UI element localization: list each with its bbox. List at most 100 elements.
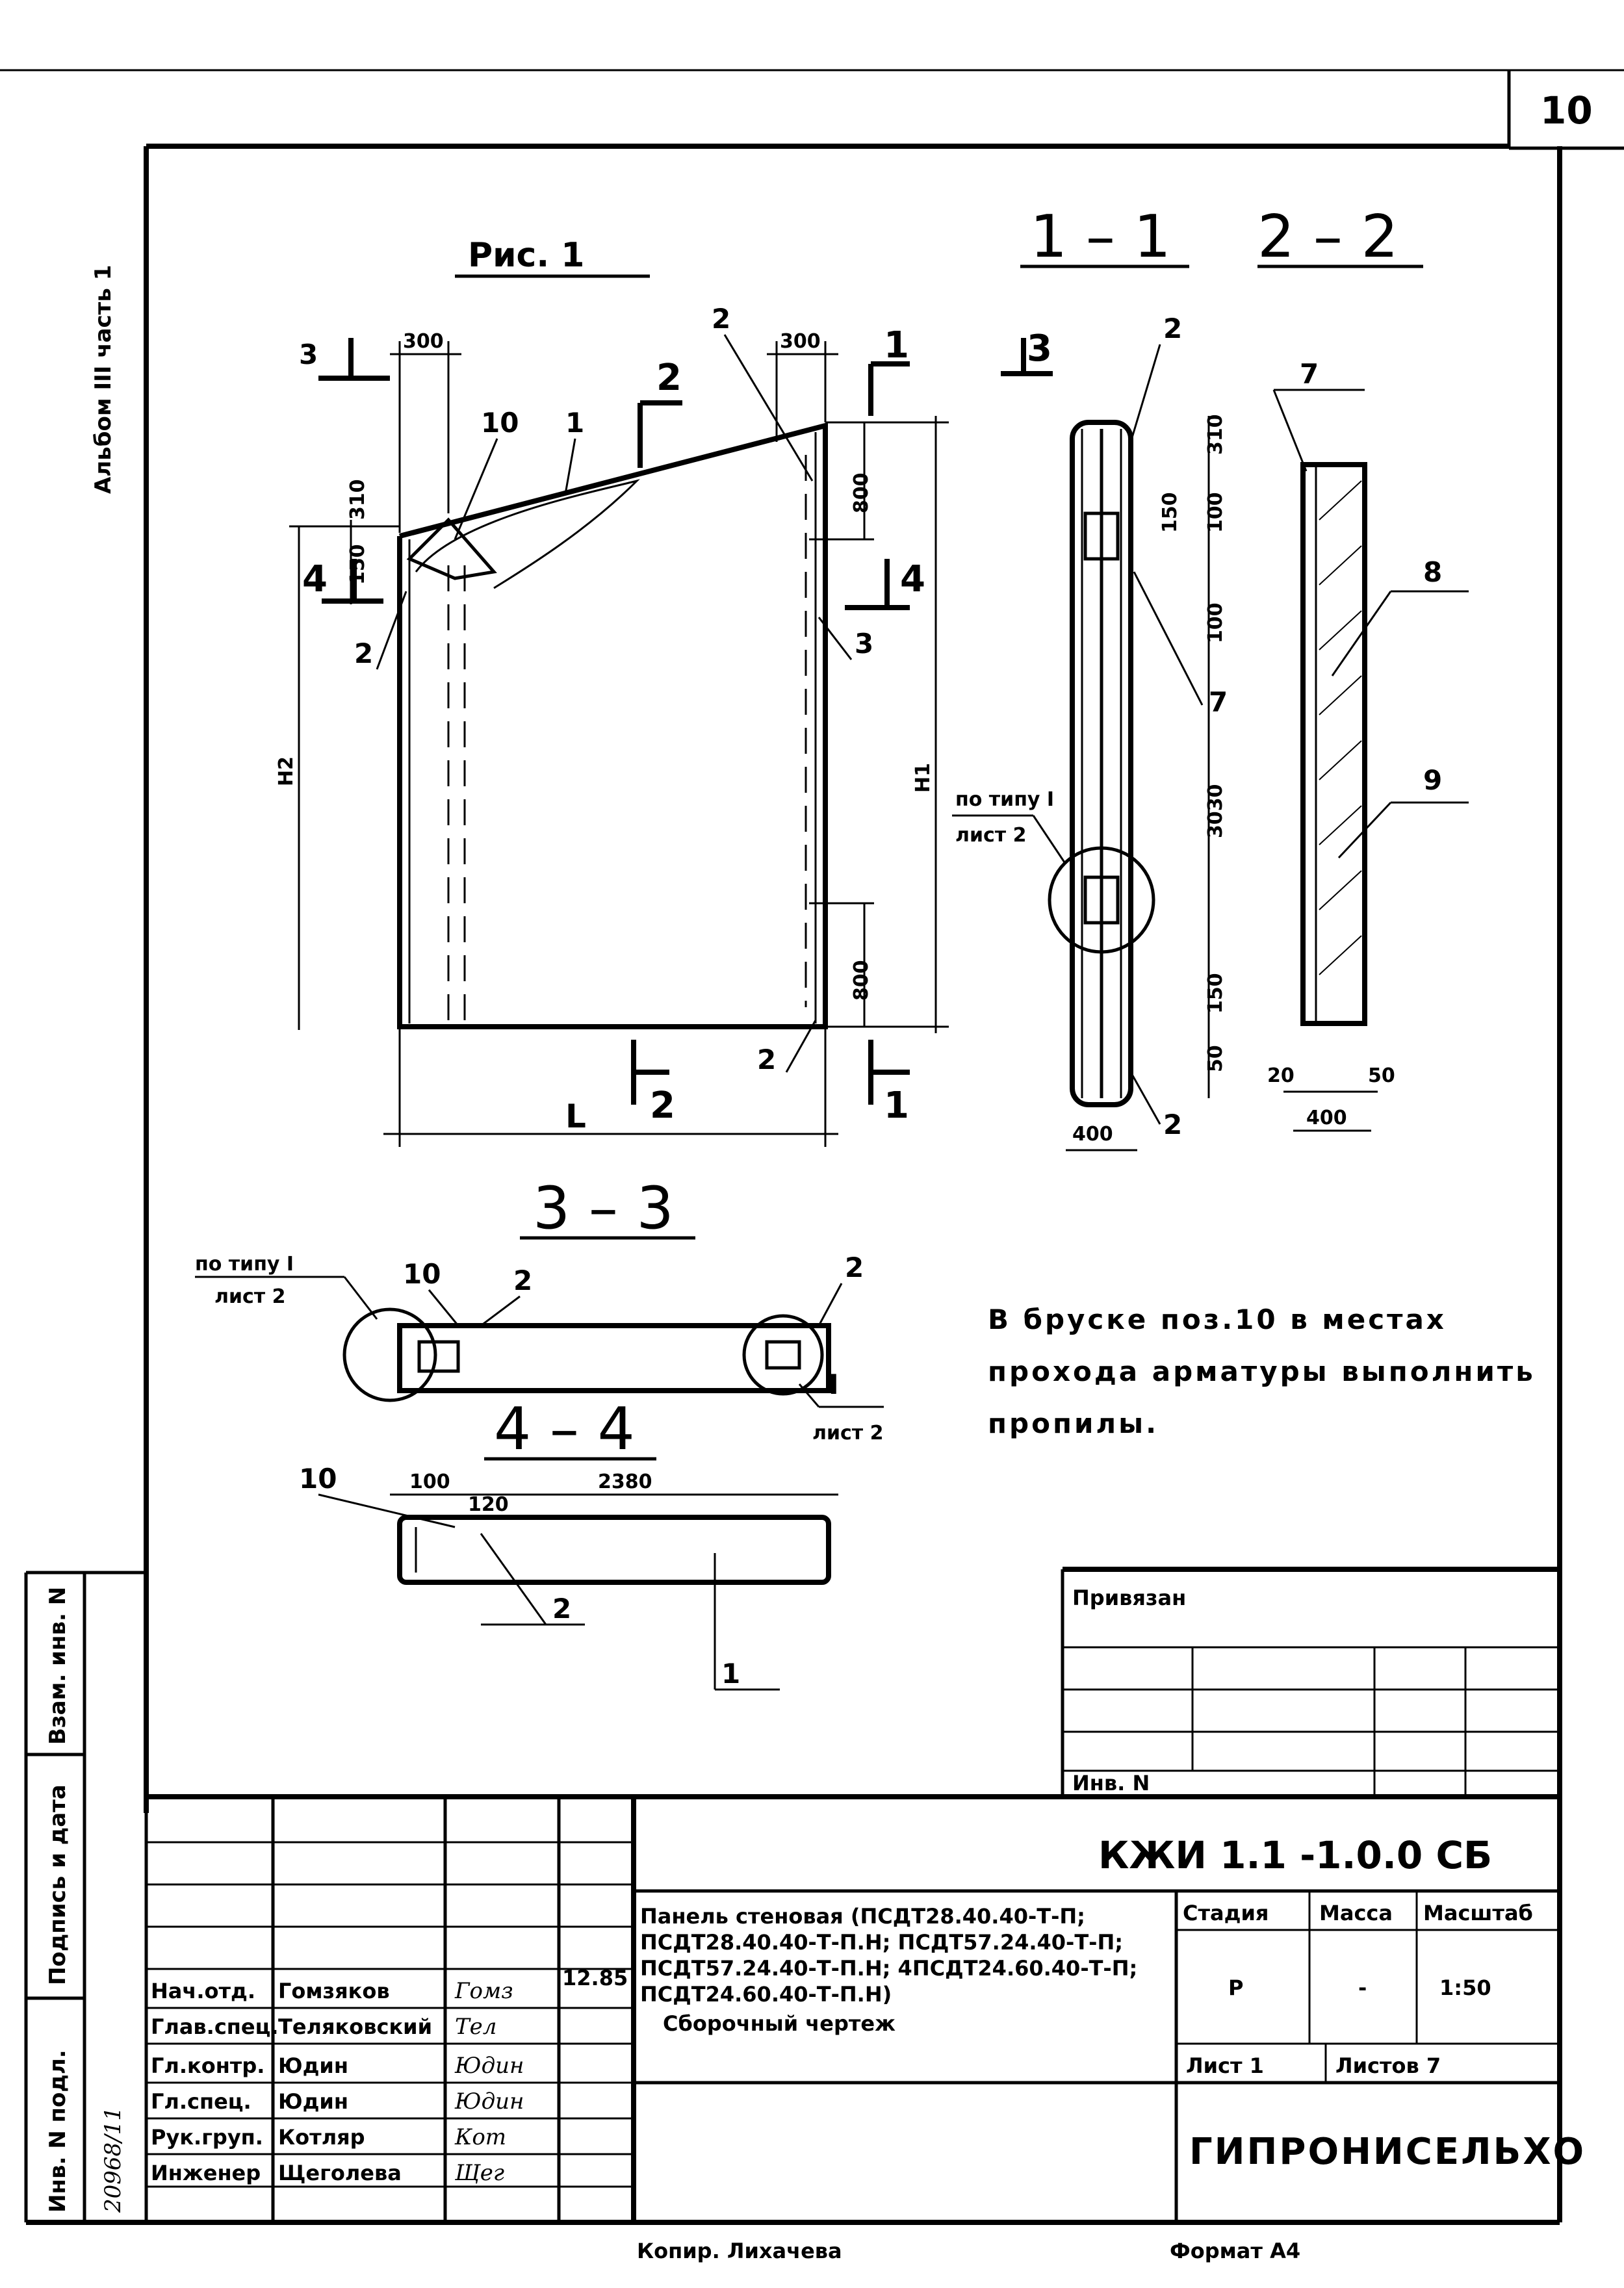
note-line-1: В бруске поз.10 в местах [988, 1304, 1447, 1335]
figure-title: Рис. 1 [468, 236, 584, 275]
callout-1-s44: 1 [721, 1658, 740, 1690]
role-3: Гл.контр. [151, 2053, 264, 2078]
ref-sheet-1-1: лист 2 [955, 824, 1026, 847]
name-2: Теляковский [278, 2014, 432, 2039]
section-2-2-body [1300, 462, 1367, 1026]
scale-value: 1:50 [1439, 1975, 1491, 2000]
callout-9: 9 [1423, 764, 1442, 796]
cut-mark-2-bottom: 2 [631, 1040, 675, 1127]
name-5: Котляр [278, 2125, 365, 2150]
name-4: Юдин [278, 2089, 348, 2114]
svg-text:4: 4 [302, 558, 328, 600]
title-block: КЖИ 1.1 -1.0.0 СБ Панель стеновая (ПСДТ2… [144, 1794, 1584, 2222]
sig-3: Юдин [454, 2053, 524, 2079]
callout-7-s11: 7 [1209, 686, 1228, 718]
callout-10-s44: 10 [299, 1463, 337, 1495]
dim-150-section: 150 [1159, 492, 1181, 533]
callout-10-s33: 10 [403, 1258, 441, 1290]
footer-copied: Копир. Лихачева [637, 2239, 842, 2263]
dim-120-s44: 120 [468, 1493, 509, 1516]
callout-2-s11-top: 2 [1163, 313, 1182, 344]
callout-2-bottom: 2 [757, 1044, 776, 1075]
section-4-4: 4 – 4 100 120 2380 10 2 1 [299, 1395, 838, 1691]
strip-inv: Инв. N подл. [45, 2050, 71, 2213]
strip-vzam: Взам. инв. N [45, 1587, 71, 1745]
strip-inv-number: 20968/11 [100, 2107, 126, 2213]
desc-line-1: Панель стеновая (ПСДТ28.40.40-Т-П; [640, 1904, 1085, 1929]
note-line-2: прохода арматуры выполнить [988, 1356, 1536, 1387]
sig-2: Тел [455, 2014, 496, 2040]
ref-type-1-1: по типу I [955, 788, 1054, 811]
callout-2-s44: 2 [552, 1593, 571, 1625]
date: 12.85 [562, 1966, 628, 1990]
role-2: Глав.спец. [151, 2014, 278, 2039]
svg-text:3: 3 [1027, 328, 1052, 370]
dim-310-section: 310 [1204, 414, 1227, 455]
callout-8: 8 [1423, 556, 1442, 588]
name-1: Гомзяков [278, 1979, 390, 2003]
dim-150-section-b: 150 [1204, 973, 1227, 1014]
section-1-1-title: 1 – 1 [1030, 203, 1171, 271]
section-3-3-title: 3 – 3 [533, 1174, 674, 1242]
dim-20: 20 [1267, 1064, 1295, 1087]
sig-4: Юдин [454, 2089, 524, 2114]
dim-800-top: 800 [850, 472, 873, 513]
role-5: Рук.груп. [151, 2125, 263, 2150]
sig-6: Щег [454, 2160, 504, 2186]
dim-h1: H1 [912, 763, 934, 793]
callout-3: 3 [855, 628, 873, 660]
stage-value: Р [1228, 1975, 1243, 2000]
note-line-3: пропилы. [988, 1408, 1159, 1439]
callout-10: 10 [481, 407, 519, 439]
album-side-title: Альбом III часть 1 [90, 265, 116, 494]
dim-100-section-b: 100 [1204, 602, 1227, 643]
cut-mark-4-left: 4 [302, 558, 383, 604]
dim-300-right: 300 [780, 330, 821, 353]
cut-mark-4-right: 4 [845, 558, 925, 610]
callout-2-left: 2 [354, 637, 373, 669]
role-4: Гл.спец. [151, 2089, 251, 2114]
section-2-2: 2 – 2 7 8 9 20 50 400 [1257, 203, 1469, 1132]
cut-mark-2-top: 2 [638, 357, 682, 468]
binding-inv-label: Инв. N [1072, 1771, 1150, 1795]
assembly-note: В бруске поз.10 в местах прохода арматур… [988, 1304, 1536, 1439]
section-3-3: 3 – 3 по типу I лист 2 10 2 2 I лист 2 [195, 1174, 884, 1445]
svg-text:2: 2 [656, 357, 682, 399]
page-number-box: 10 [1507, 70, 1624, 150]
scale-label: Масштаб [1423, 1901, 1533, 1925]
sheet-label: Лист 1 [1186, 2053, 1264, 2078]
desc-line-4: ПСДТ24.60.40-Т-П.Н) [640, 1982, 892, 2007]
left-strip: Взам. инв. N Подпись и дата Инв. N подл.… [24, 1571, 146, 2222]
callout-2-s33-right: 2 [845, 1252, 864, 1283]
footer-format: Формат А4 [1170, 2239, 1300, 2263]
page-number: 10 [1540, 88, 1593, 133]
section-3-3-body [397, 1323, 831, 1393]
ref-sheet-3-3: лист 2 [214, 1285, 285, 1308]
dim-800-bottom: 800 [850, 960, 873, 1001]
callout-2-top: 2 [712, 303, 730, 335]
svg-text:3: 3 [299, 339, 318, 370]
section-1-1-body [1070, 420, 1133, 1107]
panel-outline [397, 422, 828, 1029]
sig-1: Гомз [454, 1978, 513, 2004]
dim-150-left: 150 [346, 544, 369, 585]
section-4-4-body [397, 1515, 831, 1585]
doc-code: КЖИ 1.1 -1.0.0 СБ [1098, 1833, 1492, 1877]
dim-400-section-2: 400 [1306, 1107, 1347, 1129]
svg-text:4: 4 [900, 558, 925, 600]
section-4-4-title: 4 – 4 [494, 1395, 635, 1463]
svg-text:2: 2 [650, 1085, 675, 1127]
ref-sheet-3-3-right: лист 2 [812, 1422, 883, 1445]
cut-mark-1-top: 1 [868, 324, 910, 416]
mass-value: - [1358, 1975, 1367, 2000]
bar-pos10 [406, 517, 497, 580]
svg-text:1: 1 [884, 1085, 909, 1127]
dim-100-section-a: 100 [1204, 492, 1227, 533]
cut-mark-3: 3 [299, 338, 390, 381]
cut-mark-1-bottom: 1 [868, 1040, 910, 1127]
cut-mark-3-top: 3 [1001, 328, 1053, 376]
binding-label: Привязан [1072, 1586, 1186, 1610]
dim-400-section-1: 400 [1072, 1123, 1113, 1146]
name-6: Щеголева [278, 2161, 402, 2185]
ref-I-s33: I [829, 1369, 839, 1400]
